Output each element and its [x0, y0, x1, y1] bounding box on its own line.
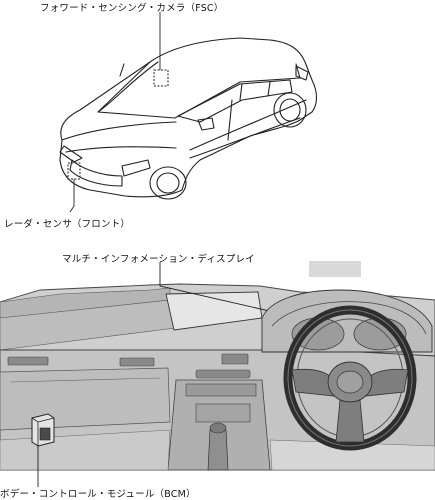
car-grille	[69, 159, 123, 187]
glove-box	[0, 367, 171, 431]
multi-info-display-label: マルチ・インフォメーション・ディスプレイ	[62, 254, 255, 265]
car-roof	[97, 61, 301, 119]
image-placeholder-rect	[309, 261, 361, 277]
air-vents	[7, 353, 251, 379]
car-windshield	[97, 61, 159, 113]
rear-wheel	[273, 92, 307, 128]
radar-sensor-label: レーダ・センサ（フロント）	[4, 219, 131, 230]
bcm-label: ボデー・コントロール・モジュール（BCM）	[0, 489, 196, 500]
side-mirror	[197, 117, 215, 131]
fsc-camera-box	[153, 69, 169, 87]
bcm-unit	[31, 413, 55, 447]
car-body-outline	[59, 37, 318, 198]
steering-wheel	[283, 305, 417, 451]
gear-shifter	[207, 429, 229, 471]
radar-leader-line	[69, 179, 75, 213]
front-wheel	[149, 166, 187, 200]
car-side-window	[177, 79, 293, 123]
fsc-label: フォワード・センシング・カメラ（FSC）	[40, 3, 224, 14]
